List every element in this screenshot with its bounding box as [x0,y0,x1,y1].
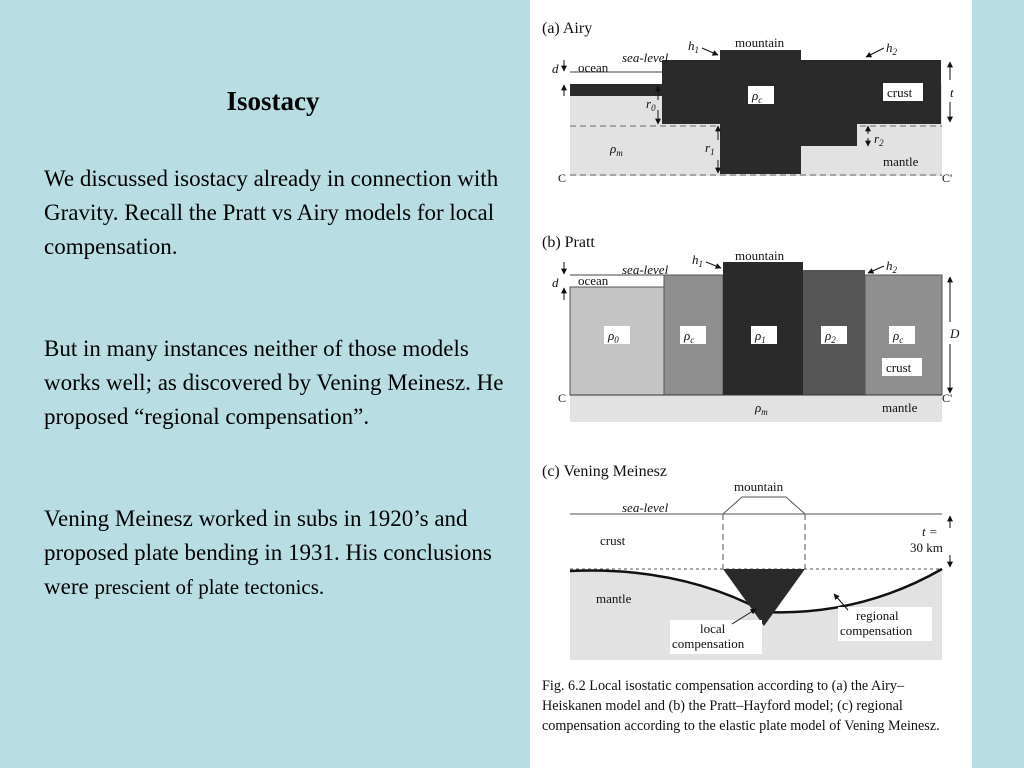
vm-local-arrow [731,608,757,625]
pratt-D-label: D [949,326,960,341]
airy-t-label: t [950,85,954,100]
pratt-rho2-label: ρ2 [824,328,836,345]
vm-local-label-1: local [700,621,726,636]
pratt-mountain-label: mountain [735,248,785,263]
paragraph-plate-bending-small: prescient of plate tectonics. [94,575,325,599]
airy-title: (a) Airy [542,20,592,37]
vm-mountain-label: mountain [734,479,784,494]
airy-root-2 [801,120,857,146]
pratt-h2-arrow [867,265,885,274]
pratt-h1-arrow [705,261,722,269]
pratt-mantle-label: mantle [882,400,918,415]
airy-root-1 [720,120,801,174]
airy-mountain-label: mountain [735,35,785,50]
vm-t-value-label: 30 km [910,540,943,555]
pratt-rho-m-label: ρm [754,400,768,417]
airy-h2-arrow [865,47,885,58]
pratt-rhoc-left-label: ρc [683,328,694,345]
pratt-crust-box [882,358,922,376]
pratt-C-label: C [558,391,566,405]
pratt-title: (b) Pratt [542,234,595,251]
vm-sea-level-label: sea-level [622,500,669,515]
airy-r0-label: r0 [646,96,656,113]
airy-d-label: d [552,61,559,76]
pratt-h2-label: h2 [886,258,898,275]
vm-regional-label-2: compensation [840,623,913,638]
vm-mountain-outline [721,496,807,515]
pratt-sea-level-label: sea-level [622,262,669,277]
isostasy-figure: (a) Airy h1 mountain h2 sea-level ocean … [530,0,972,768]
paragraph-gravity: We discussed isostacy already in connect… [44,166,499,259]
pratt-h1-label: h1 [692,252,703,269]
airy-mantle-label: mantle [883,154,919,169]
airy-rho-m-label: ρm [609,141,623,158]
airy-r1-label: r1 [705,140,715,157]
airy-ocean-water [570,72,662,84]
slide-title: Isostacy [226,86,320,116]
paragraph-vening-meinesz: But in many instances neither of those m… [44,336,504,429]
airy-sea-level-label: sea-level [622,50,669,65]
panel-vening-meinesz: (c) Vening Meinesz mountain sea-level cr… [542,463,953,660]
vm-mantle-label: mantle [596,591,632,606]
paragraph-plate-bending-main: Vening Meinesz worked in subs in 1920’s … [44,506,492,599]
vm-local-root [723,569,805,626]
airy-crust-box [883,83,923,101]
airy-ocean-label: ocean [578,60,609,75]
airy-C-prime-label: C' [942,171,952,185]
pratt-rho2-box [821,326,847,344]
pratt-rhoc-right-label: ρc [892,328,903,345]
vm-crust-label: crust [600,533,626,548]
airy-mountain-peak [720,50,801,62]
isostasy-diagram: (a) Airy h1 mountain h2 sea-level ocean … [542,20,960,660]
vm-regional-arrow [833,593,849,611]
pratt-column-rho0 [569,286,665,396]
vm-regional-label-1: regional [856,608,899,623]
pratt-d-label: d [552,275,559,290]
airy-ocean-crust [570,84,662,96]
pratt-rho0-box [604,326,630,344]
airy-rho-c-box [748,86,774,104]
pratt-rhoc-left-box [680,326,706,344]
pratt-rho0-label: ρ0 [607,328,619,345]
airy-h2-label: h2 [886,40,898,57]
vm-title: (c) Vening Meinesz [542,463,667,480]
figure-caption: Fig. 6.2 Local isostatic compensation ac… [542,678,940,734]
pratt-mantle-region [570,395,942,422]
panel-pratt: (b) Pratt h1 mountain h2 sea-level ocean… [542,234,960,422]
airy-C-label: C [558,171,566,185]
panel-airy: (a) Airy h1 mountain h2 sea-level ocean … [542,20,954,185]
pratt-crust-label: crust [886,360,912,375]
pratt-ocean-label: ocean [578,273,609,288]
airy-r2-label: r2 [874,131,884,148]
pratt-rho1-label: ρ1 [754,328,766,345]
vm-local-box [670,620,762,654]
paragraph-plate-bending: Vening Meinesz worked in subs in 1920’s … [44,502,514,604]
pratt-rhoc-right-box [889,326,915,344]
vm-regional-box [838,607,932,641]
airy-h1-arrow [701,47,719,56]
vm-local-label-2: compensation [672,636,745,651]
airy-h1-label: h1 [688,38,699,55]
pratt-rho1-box [751,326,777,344]
pratt-C-prime-label: C' [942,391,952,405]
airy-rho-c-label: ρc [751,88,762,105]
airy-crust-label: crust [887,85,913,100]
vm-t-equals-label: t = [922,524,938,539]
